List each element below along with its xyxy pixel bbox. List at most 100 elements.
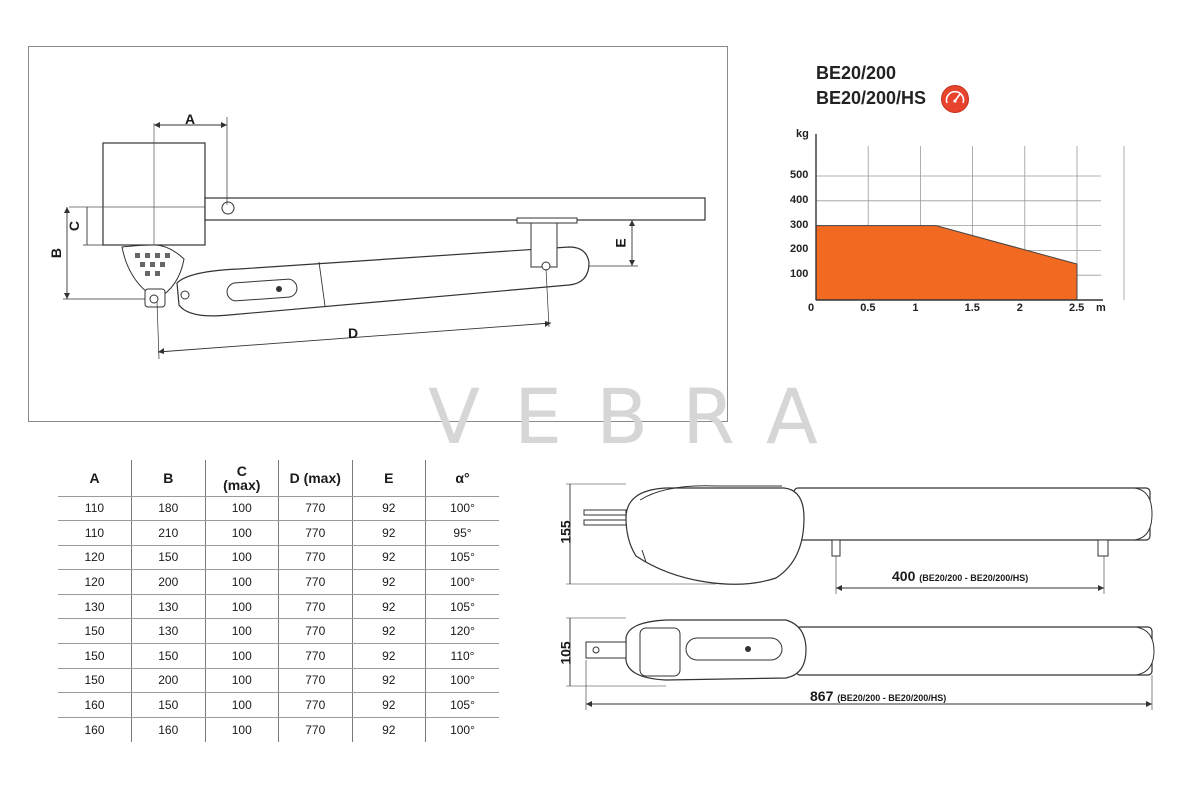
- table-cell: 160: [58, 717, 132, 742]
- watermark: VEBRA: [428, 372, 852, 461]
- x-tick-label: 0.5: [860, 302, 876, 314]
- table-header-cell: C(max): [205, 460, 279, 497]
- x-tick-label: 1: [912, 302, 919, 314]
- table-cell: 770: [278, 717, 353, 742]
- table-cell: 92: [352, 668, 426, 694]
- table-cell: 100: [205, 643, 279, 669]
- model-name-1: BE20/200: [816, 63, 897, 83]
- table-cell: 770: [278, 545, 353, 571]
- table-cell: 770: [278, 496, 353, 522]
- table-cell: 150: [131, 692, 206, 718]
- table-cell: 160: [131, 717, 206, 742]
- table-header-label: α°: [455, 469, 470, 486]
- table-header-label: E: [384, 469, 394, 486]
- table-cell: 100°: [425, 496, 499, 522]
- table-cell: 100: [205, 692, 279, 718]
- table-cell: 92: [352, 545, 426, 571]
- table-cell: 100°: [450, 722, 475, 737]
- dim-label-a: A: [185, 111, 196, 127]
- model-name-2: BE20/200/HS: [816, 88, 927, 108]
- dim-label-b: B: [48, 247, 65, 259]
- table-cell: 120: [58, 569, 132, 595]
- table-cell: 100: [205, 545, 279, 571]
- table-header-cell: A: [58, 460, 132, 497]
- table-header-label: C: [236, 462, 247, 479]
- table-header-sublabel: (max): [223, 476, 261, 493]
- table-header-cell: B: [131, 460, 206, 497]
- table-header-label: A: [89, 469, 100, 486]
- table-cell: 110: [58, 496, 132, 522]
- table-cell: 770: [278, 569, 353, 595]
- y-tick-label: 300: [790, 218, 809, 231]
- table-cell: 770: [278, 643, 353, 669]
- table-cell: 100°: [425, 569, 499, 595]
- table-cell: 150: [131, 545, 206, 571]
- table-cell: 120°: [425, 618, 499, 645]
- table-cell: 100°: [425, 668, 499, 694]
- table-cell: 105°: [425, 594, 499, 620]
- table-header-cell: E: [352, 460, 426, 497]
- table-cell: 100: [205, 618, 279, 645]
- table-cell: 105°: [425, 545, 499, 571]
- table-cell: 100: [205, 594, 279, 620]
- table-cell: 110°: [425, 643, 499, 669]
- table-cell: 200: [131, 569, 206, 595]
- table-cell: 180: [131, 496, 206, 522]
- bracket-distance-value: 400: [892, 568, 916, 584]
- table-cell: 160: [58, 692, 132, 718]
- table-cell: 92: [352, 594, 426, 620]
- table-cell: 100: [205, 569, 279, 595]
- y-axis-unit: kg: [796, 128, 809, 140]
- y-tick-label: 400: [790, 193, 809, 206]
- table-cell: 92: [352, 618, 426, 645]
- table-header-cell: α°: [425, 460, 499, 497]
- x-axis-unit: m: [1096, 302, 1106, 314]
- table-cell: 92: [352, 692, 426, 718]
- y-tick-label: 100: [790, 268, 809, 281]
- table-cell: 770: [278, 520, 353, 546]
- installation-drawing: [63, 117, 706, 360]
- table-cell: 770: [278, 668, 353, 694]
- table-cell: 100: [205, 717, 279, 742]
- table-cell: 150: [58, 618, 132, 645]
- bracket-distance-note: (BE20/200 - BE20/200/HS): [919, 573, 1029, 583]
- side-height-label: 155: [557, 520, 574, 544]
- table-cell: 200: [131, 668, 206, 694]
- table-cell: 130: [131, 618, 206, 645]
- table-header-label: D (max): [289, 469, 341, 486]
- total-length-label: 867 (BE20/200 - BE20/200/HS): [810, 688, 946, 704]
- table-cell: 100: [205, 496, 279, 522]
- table-cell: 150: [58, 643, 132, 669]
- x-tick-label: 2.5: [1069, 302, 1085, 314]
- table-cell: 92: [352, 569, 426, 595]
- x-tick-label: 2: [1016, 302, 1023, 314]
- top-height-label: 105: [557, 641, 574, 665]
- table-cell: 92: [352, 496, 426, 522]
- table-cell: 770: [278, 618, 353, 645]
- table-cell: 770: [278, 692, 353, 718]
- dim-label-d: D: [348, 325, 359, 341]
- table-cell: 130: [58, 594, 132, 620]
- dim-label-e: E: [612, 238, 629, 248]
- table-cell: 105°: [425, 692, 499, 718]
- x-tick-label: 1.5: [964, 302, 980, 314]
- chart-plot: [815, 134, 1125, 301]
- table-cell: 770: [278, 594, 353, 620]
- table-cell: 100: [205, 520, 279, 546]
- total-length-value: 867: [810, 688, 834, 704]
- table-cell: 130: [131, 594, 206, 620]
- product-drawings: [566, 483, 1155, 710]
- table-cell: 92: [352, 643, 426, 669]
- table-header-label: B: [163, 469, 174, 486]
